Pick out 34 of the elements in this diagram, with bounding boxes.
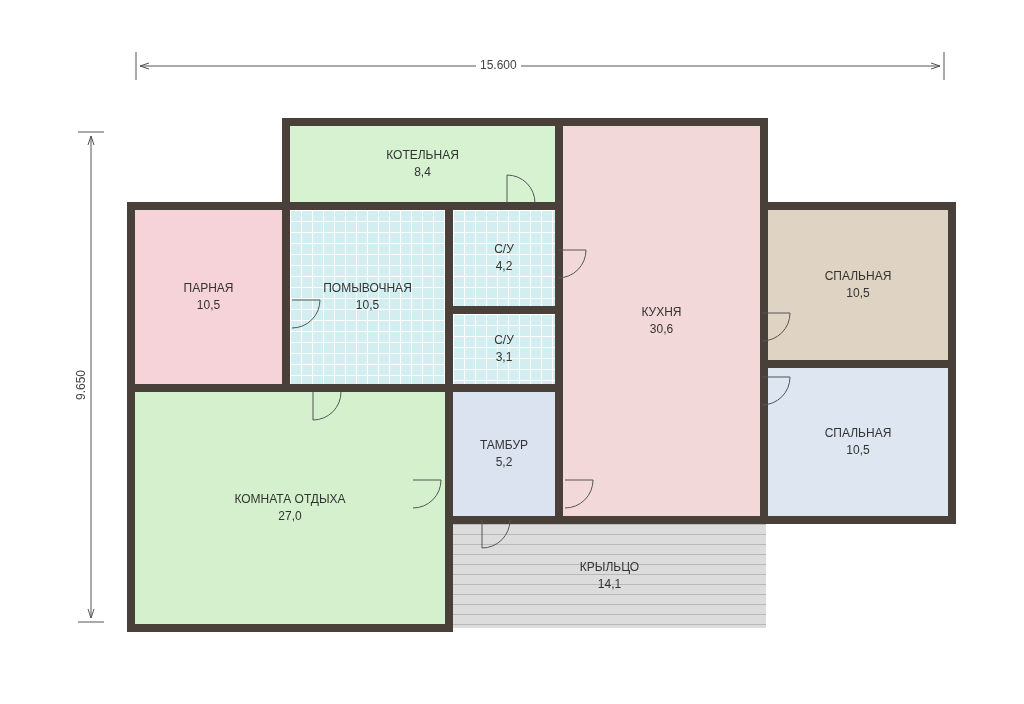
room-name: СПАЛЬНАЯ	[824, 268, 892, 285]
room-area: 10,5	[355, 297, 380, 314]
room-name: С/У	[494, 241, 514, 258]
room	[563, 126, 760, 516]
dimension-label: 15.600	[476, 58, 521, 72]
room-area: 8,4	[414, 164, 431, 181]
room-name: КУХНЯ	[641, 304, 682, 321]
room-name: КОТЕЛЬНАЯ	[386, 147, 459, 164]
room-name: КРЫЛЬЦО	[579, 559, 640, 576]
room-area: 10,5	[846, 285, 870, 302]
room	[453, 210, 555, 306]
room	[290, 126, 555, 202]
room-name: ПАРНАЯ	[183, 280, 234, 297]
room-name: СПАЛЬНАЯ	[824, 425, 892, 442]
room	[768, 368, 948, 516]
room	[290, 210, 445, 384]
room-name: ТАМБУР	[479, 437, 529, 454]
room-area: 27,0	[278, 508, 302, 525]
room-area: 10,5	[196, 297, 221, 314]
room	[453, 314, 555, 384]
room-name: КОМНАТА ОТДЫХА	[234, 491, 346, 508]
room-name: С/У	[494, 332, 514, 349]
room-area: 30,6	[649, 321, 674, 338]
room	[453, 392, 555, 516]
room-area: 3,1	[495, 349, 513, 366]
room-area: 4,2	[495, 258, 513, 275]
room	[768, 210, 948, 360]
room-area: 5,2	[495, 454, 513, 471]
room-name: ПОМЫВОЧНАЯ	[323, 280, 412, 297]
room-area: 10,5	[846, 442, 870, 459]
room-area: 14,1	[597, 576, 622, 593]
room	[135, 392, 445, 624]
room	[453, 524, 766, 628]
room	[135, 210, 282, 384]
